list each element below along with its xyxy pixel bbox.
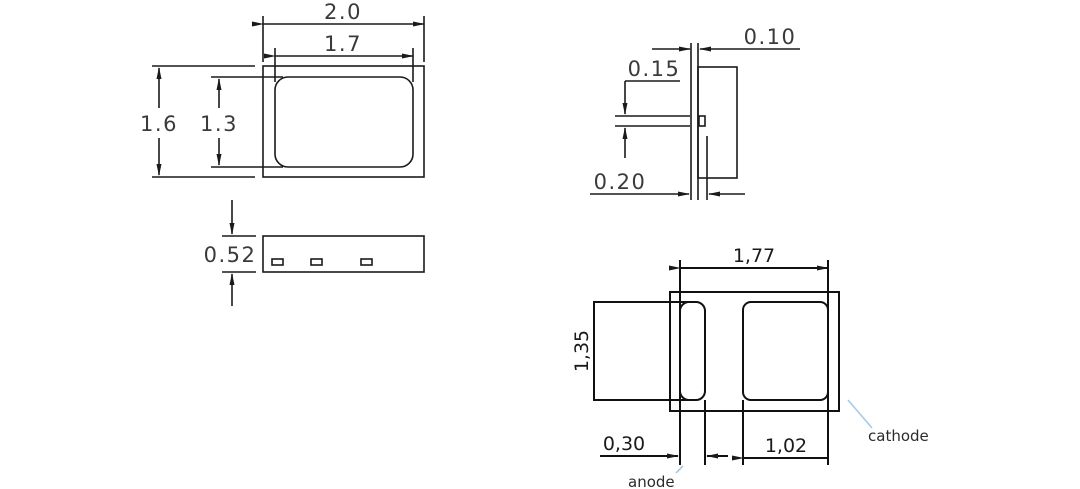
terminal-mark <box>310 258 323 266</box>
footprint-view: 1,77 1,35 0,30 1,02 cathode anode <box>571 245 929 489</box>
dim-width-outer: 2.0 <box>252 0 425 62</box>
dim-text: 2.0 <box>324 0 362 24</box>
footprint-outline <box>669 291 840 412</box>
end-view: 0.10 0.15 0.20 <box>590 25 800 200</box>
emitter-window <box>274 76 414 168</box>
cathode-pad <box>742 301 829 401</box>
dim-text: 1,35 <box>571 330 593 372</box>
package-side-outline <box>262 235 425 273</box>
dim-text: 1,02 <box>765 435 807 457</box>
dim-text: 0.20 <box>594 170 647 194</box>
top-view: 2.0 1.7 1.6 1.3 <box>140 0 425 178</box>
terminal-mark <box>360 258 373 266</box>
dim-text: 1.3 <box>200 112 238 136</box>
dim-pad-span: 1,77 <box>669 245 829 465</box>
dim-end-middle: 0.15 <box>615 57 690 158</box>
dim-text: 0,30 <box>603 433 645 455</box>
anode-label: anode <box>628 473 675 489</box>
dim-width-inner: 1.7 <box>264 32 414 82</box>
dim-text: 0.10 <box>744 25 797 49</box>
dim-pad-height: 1,35 <box>571 301 690 401</box>
dim-end-top: 0.10 <box>652 25 800 52</box>
dim-cathode-width: 1,02 <box>732 400 828 465</box>
dim-height-inner: 1.3 <box>200 76 283 168</box>
dim-height-outer: 1.6 <box>140 65 255 178</box>
cathode-label: cathode <box>868 427 929 445</box>
dim-anode-width: 0,30 <box>600 400 728 465</box>
side-view: 0.52 <box>204 200 425 306</box>
terminal-mark <box>271 258 284 266</box>
dim-text: 0.52 <box>204 243 257 267</box>
dim-thickness: 0.52 <box>204 200 257 306</box>
dim-text: 0.15 <box>628 57 681 81</box>
dim-text: 1.6 <box>140 112 178 136</box>
dim-text: 1.7 <box>324 32 362 56</box>
dim-end-bottom: 0.20 <box>590 170 745 197</box>
package-outline <box>262 65 425 178</box>
anode-pad <box>679 301 706 401</box>
dim-text: 1,77 <box>733 245 775 267</box>
